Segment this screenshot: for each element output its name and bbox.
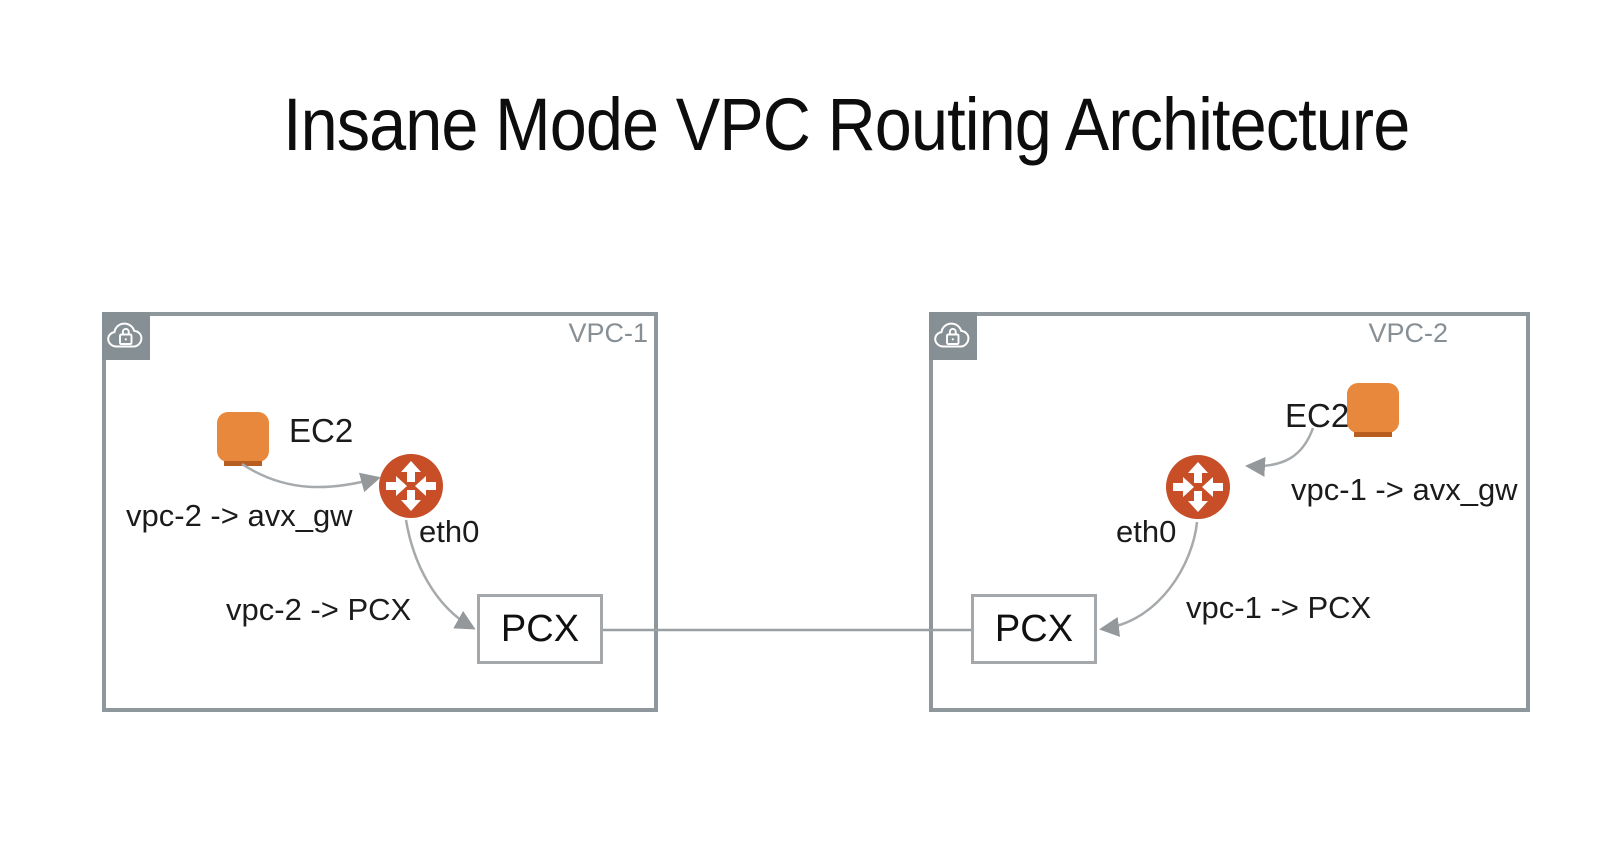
vpc1-box: VPC-1 EC2 eth0 vpc-2 -> avx_gw vpc-2 -> … xyxy=(102,312,658,712)
route-to-pcx-label: vpc-2 -> PCX xyxy=(226,592,412,627)
ec2-instance-icon xyxy=(1347,383,1399,437)
route-to-pcx-label: vpc-1 -> PCX xyxy=(1186,590,1372,625)
route-to-gateway-label: vpc-2 -> avx_gw xyxy=(126,498,353,533)
vpc2-box: VPC-2 EC2 eth0 vpc-1 -> avx_gw vpc-1 -> … xyxy=(929,312,1530,712)
pcx-label: PCX xyxy=(500,607,580,650)
vpc2-label: VPC-2 xyxy=(1368,318,1448,348)
cloud-lock-icon xyxy=(932,318,974,355)
vpc-badge xyxy=(102,312,150,360)
pcx-label: PCX xyxy=(994,607,1074,650)
ec2-icon-body xyxy=(1347,383,1399,433)
eth0-label: eth0 xyxy=(1116,514,1177,549)
ec2-label: EC2 xyxy=(289,412,354,449)
route-to-gateway-label: vpc-1 -> avx_gw xyxy=(1291,472,1518,507)
router-icon xyxy=(1166,455,1230,519)
router-icon xyxy=(379,454,443,518)
pcx-box: PCX xyxy=(971,594,1097,664)
pcx-box: PCX xyxy=(477,594,603,664)
ec2-icon-base xyxy=(1354,432,1392,437)
vpc1-label: VPC-1 xyxy=(568,318,648,348)
ec2-icon-body xyxy=(217,412,269,462)
eth0-label: eth0 xyxy=(419,514,480,549)
ec2-icon-base xyxy=(224,461,262,466)
diagram-title: Insane Mode VPC Routing Architecture xyxy=(283,83,1410,166)
ec2-label: EC2 xyxy=(1285,397,1350,434)
ec2-instance-icon xyxy=(217,412,269,466)
vpc-badge xyxy=(929,312,977,360)
cloud-lock-icon xyxy=(105,318,147,355)
